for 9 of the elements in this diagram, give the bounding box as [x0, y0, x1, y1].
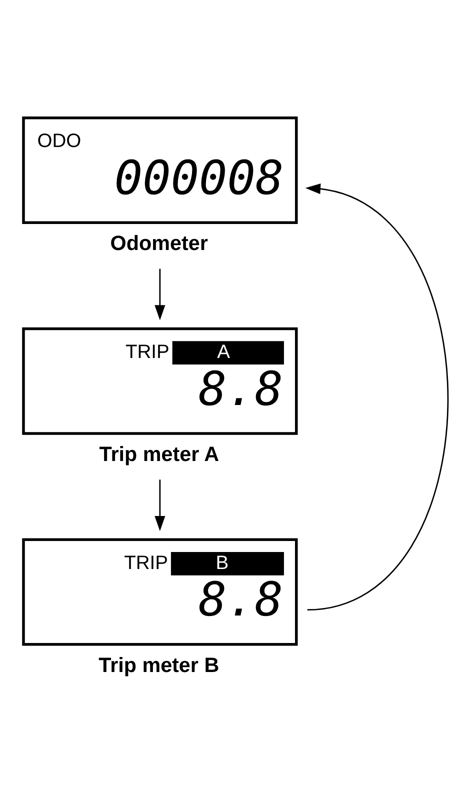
- node-label: Trip meter B: [98, 654, 220, 677]
- node-label: Trip meter A: [99, 443, 220, 466]
- node-label: Odometer: [110, 232, 208, 256]
- node-box: ODO 000008: [22, 116, 298, 224]
- arrow: [154, 480, 166, 532]
- arrow: [154, 268, 166, 320]
- arrow: [305, 184, 448, 611]
- node-box: TRIP B 8.8: [22, 538, 298, 646]
- node-box: TRIP A 8.8: [22, 327, 298, 435]
